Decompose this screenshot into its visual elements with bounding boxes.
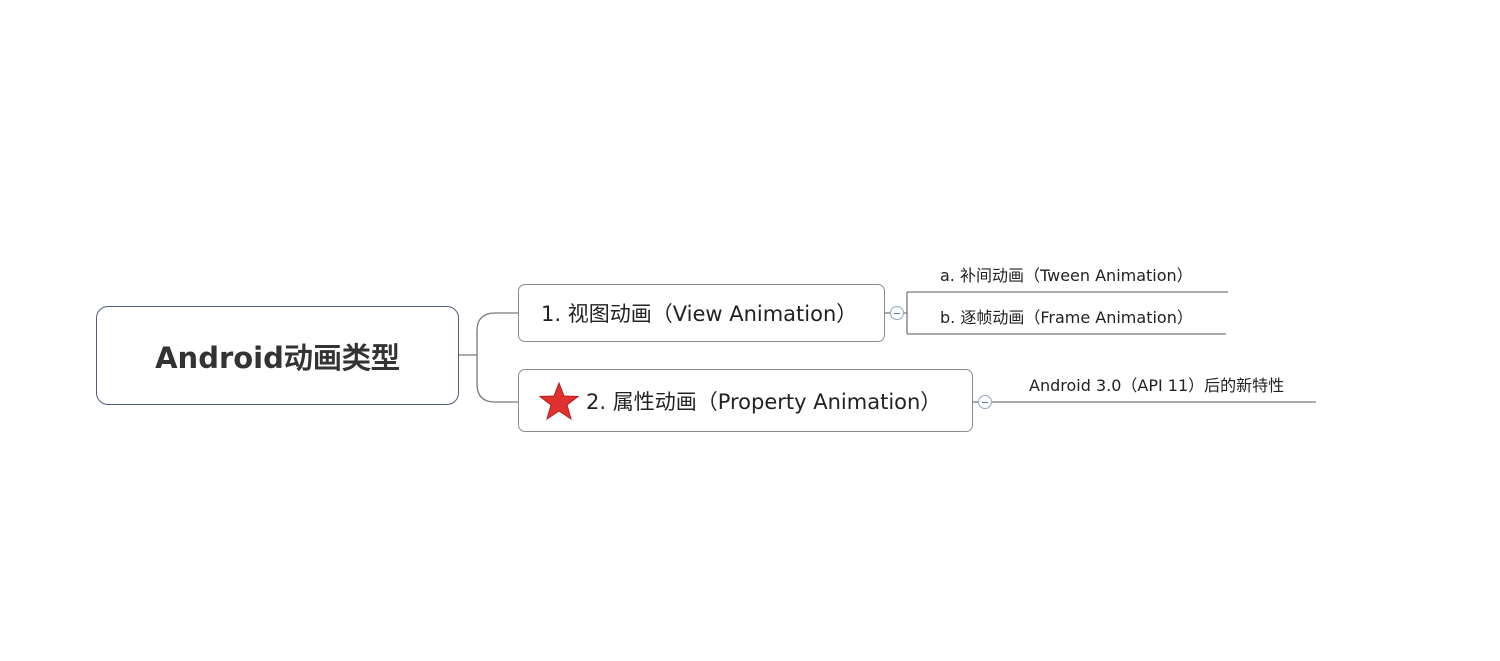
branch-property-animation-label: 2. 属性动画（Property Animation）: [586, 389, 942, 414]
root-label: Android动画类型: [155, 340, 400, 375]
collapse-view-animation-icon[interactable]: [890, 306, 904, 320]
leaf-tween-animation[interactable]: a. 补间动画（Tween Animation）: [940, 266, 1193, 285]
leaf-frame-animation[interactable]: b. 逐帧动画（Frame Animation）: [940, 308, 1193, 327]
branch-property-animation[interactable]: 2. 属性动画（Property Animation）: [518, 369, 973, 432]
branch-view-animation-label: 1. 视图动画（View Animation）: [541, 302, 858, 326]
branch-view-animation[interactable]: 1. 视图动画（View Animation）: [518, 284, 885, 342]
leaf-property-animation-note[interactable]: Android 3.0（API 11）后的新特性: [1029, 376, 1285, 395]
root-node[interactable]: Android动画类型: [96, 306, 459, 405]
red-star-icon: [539, 381, 579, 420]
collapse-property-animation-icon[interactable]: [978, 395, 992, 409]
